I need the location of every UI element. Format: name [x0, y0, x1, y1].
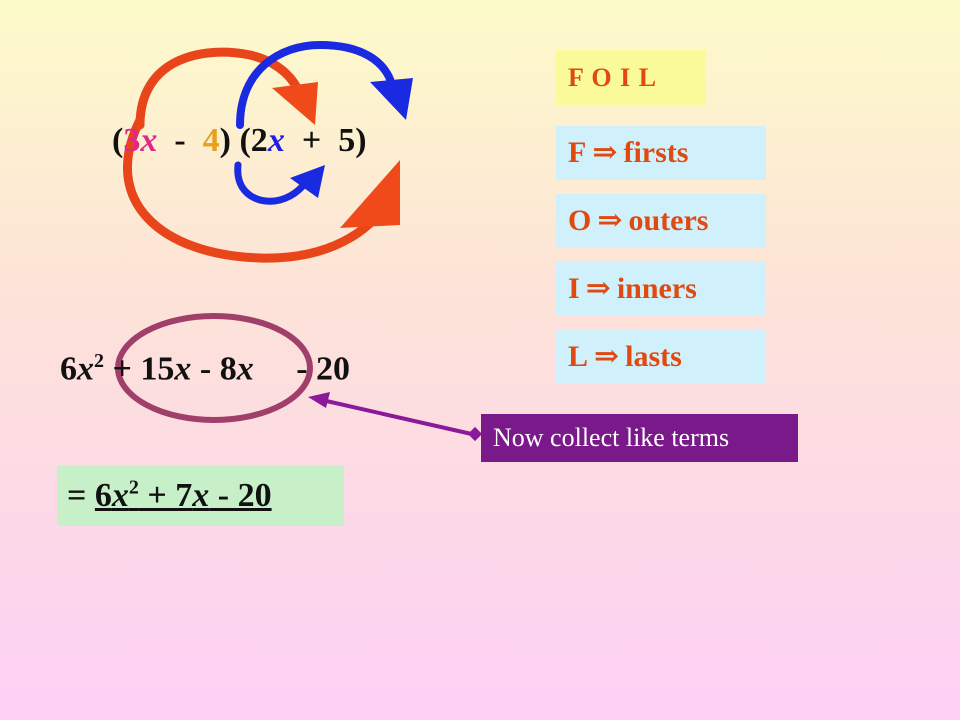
term3-var: x: [236, 350, 254, 388]
lasts-arrowhead: [370, 78, 413, 120]
implies-icon: ⇒: [585, 272, 611, 305]
foil-title: F O I L: [556, 50, 706, 105]
foil-word: firsts: [623, 136, 689, 169]
term1-exponent: 2: [94, 350, 104, 372]
result-term2: + 7: [138, 477, 193, 514]
foil-word: outers: [628, 204, 709, 237]
term2-var: x: [174, 350, 192, 388]
equals-sign: =: [67, 477, 95, 514]
result-exponent: 2: [128, 476, 139, 499]
foil-item-lasts: L⇒lasts: [556, 330, 766, 384]
callout-connector-end: [467, 426, 483, 442]
outers-arc: [123, 115, 390, 263]
inners-arrowhead: [290, 165, 325, 198]
term1-coef: 6: [60, 350, 77, 388]
term4: - 20: [296, 350, 351, 388]
middle-terms-circle: [115, 313, 313, 423]
minus-sign: -: [174, 122, 186, 159]
callout-arrowhead: [308, 392, 330, 408]
lasts-arc: [236, 40, 396, 129]
callout-connector: [321, 398, 477, 437]
foil-letter: O: [568, 204, 592, 237]
firsts-arrowhead: [272, 82, 318, 125]
foil-item-firsts: F⇒firsts: [556, 126, 766, 180]
implies-icon: ⇒: [594, 340, 620, 373]
var-x2: x: [267, 122, 285, 159]
implies-icon: ⇒: [592, 136, 618, 169]
expanded-expression: 6x2 + 15x - 8x - 20: [60, 350, 350, 388]
outers-arrowhead: [340, 160, 400, 228]
result-coef1: 6: [94, 477, 112, 514]
firsts-arc: [135, 47, 305, 130]
term1-var: x: [77, 350, 94, 388]
term2: + 15: [112, 350, 175, 388]
const-b: 4: [202, 122, 220, 159]
coef-a: 3: [123, 122, 141, 159]
const-d: 5): [338, 122, 367, 159]
foil-word: inners: [616, 272, 697, 305]
simplified-result: = 6x2 + 7x - 20: [57, 466, 344, 526]
binomial-product: (3x - 4) (2x + 5): [112, 122, 367, 160]
collect-like-terms-callout: Now collect like terms: [481, 414, 798, 462]
term3: - 8: [199, 350, 237, 388]
var-x1: x: [140, 122, 158, 159]
open-paren: (: [112, 122, 124, 159]
plus-sign: +: [301, 122, 322, 159]
foil-item-inners: I⇒inners: [556, 262, 766, 316]
foil-letter: F: [568, 136, 587, 169]
result-var1: x: [111, 477, 129, 514]
result-var2: x: [192, 477, 210, 514]
second-factor-start: ) (2: [219, 122, 268, 159]
result-term3: - 20: [209, 477, 272, 514]
foil-letter: L: [568, 340, 589, 373]
foil-item-outers: O⇒outers: [556, 194, 766, 248]
foil-word: lasts: [625, 340, 682, 373]
foil-letter: I: [568, 272, 580, 305]
implies-icon: ⇒: [597, 204, 623, 237]
